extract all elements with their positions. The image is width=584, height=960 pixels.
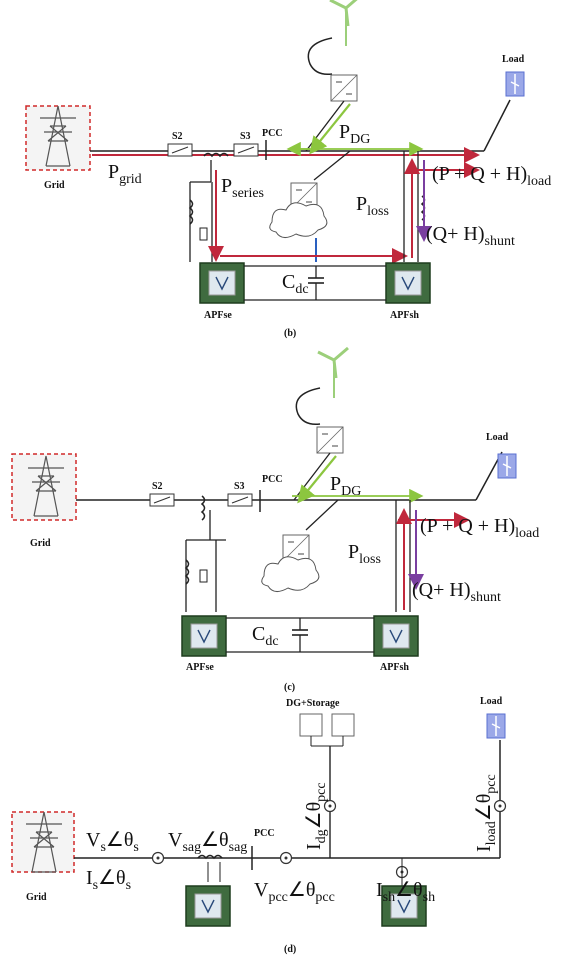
switch-s3-label: S3 <box>240 131 251 142</box>
p-loss-label: Ploss <box>356 193 389 219</box>
vpcc-label: Vpcc∠θpcc <box>254 879 335 905</box>
apf-shunt-converter <box>373 615 419 657</box>
pcc-label: PCC <box>262 474 283 485</box>
apf-series-converter <box>199 262 245 304</box>
vpcc-meter-icon <box>279 851 293 865</box>
pqh-load-label: (P + Q + H)load <box>420 515 539 541</box>
vs-label: Vs∠θs <box>86 829 139 855</box>
wind-turbine-icon <box>316 346 350 400</box>
apf-sh-label: APFsh <box>390 310 419 321</box>
cdc-label: Cdc <box>282 271 309 297</box>
apf-sh-label: APFsh <box>380 662 409 673</box>
wind-turbine-icon <box>328 0 362 48</box>
pcc-label: PCC <box>254 828 275 839</box>
caption-c: (c) <box>284 682 295 693</box>
idg-label: Idg∠θpcc <box>303 782 329 850</box>
vs-meter-icon <box>151 851 165 865</box>
grid-label: Grid <box>30 538 51 549</box>
pcc-label: PCC <box>262 128 283 139</box>
grid-label: Grid <box>26 892 47 903</box>
switch-s2-label: S2 <box>152 481 163 492</box>
storage-unit-icon <box>261 556 320 593</box>
panel-c: Grid Load S2 S3 PCC PDG <box>11 346 539 693</box>
load-label: Load <box>486 432 509 443</box>
apf-se-label: APFse <box>186 662 214 673</box>
iload-meter-icon <box>493 799 507 813</box>
is-label: Is∠θs <box>86 867 131 893</box>
load-icon <box>505 71 525 97</box>
dg-converter-icon <box>330 74 358 102</box>
load-icon <box>486 713 506 739</box>
qh-shunt-label: (Q+ H)shunt <box>426 223 515 249</box>
apf-se-label: APFse <box>204 310 232 321</box>
pqh-load-label: (P + Q + H)load <box>432 163 551 189</box>
storage-unit-icon <box>269 202 328 239</box>
p-dg-label: PDG <box>339 121 370 147</box>
panel-d: Grid Load DG+Storage PCC Vs∠θs Is∠θs Vsa… <box>11 696 507 955</box>
apf-series-converter <box>181 615 227 657</box>
apf-series-converter <box>185 885 231 927</box>
panel-b: Grid Load S2 S3 PCC PDG Pgrid <box>25 0 551 339</box>
dg-converter-icon <box>316 426 344 454</box>
switch-s3-label: S3 <box>234 481 245 492</box>
caption-b: (b) <box>284 328 296 339</box>
grid-source-frame <box>25 105 91 171</box>
switch-s2-label: S2 <box>172 131 183 142</box>
vsag-label: Vsag∠θsag <box>168 829 247 855</box>
grid-source-frame <box>11 811 75 873</box>
p-series-label: Pseries <box>221 175 264 201</box>
load-label: Load <box>480 696 503 707</box>
p-loss-label: Ploss <box>348 541 381 567</box>
p-grid-label: Pgrid <box>108 161 142 187</box>
load-label: Load <box>502 54 525 65</box>
dg-storage-label: DG+Storage <box>286 698 340 709</box>
cdc-label: Cdc <box>252 623 279 649</box>
qh-shunt-label: (Q+ H)shunt <box>412 579 501 605</box>
caption-d: (d) <box>284 944 296 955</box>
apf-shunt-converter <box>385 262 431 304</box>
p-dg-label: PDG <box>330 473 361 499</box>
load-icon <box>497 453 517 479</box>
iload-label: Iload∠θpcc <box>473 774 499 852</box>
grid-label: Grid <box>44 180 65 191</box>
ish-label: Ish∠θsh <box>376 879 435 905</box>
